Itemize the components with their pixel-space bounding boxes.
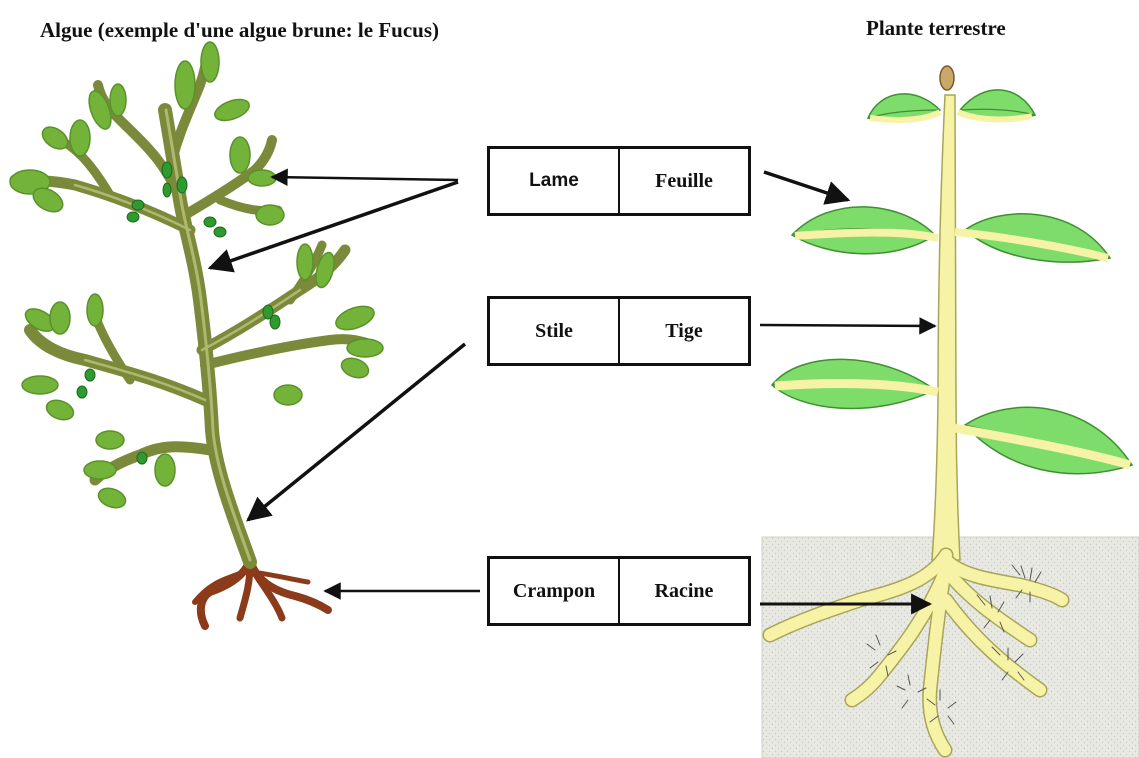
- correspondence-box-stile-tige: Stile Tige: [487, 296, 751, 366]
- arrow-feuille: [764, 172, 848, 200]
- algae-thallus: [15, 50, 372, 562]
- correspondence-box-crampon-racine: Crampon Racine: [487, 556, 751, 626]
- term-crampon: Crampon: [490, 559, 620, 623]
- arrow-tige: [760, 325, 935, 326]
- correspondence-box-lame-feuille: Lame Feuille: [487, 146, 751, 216]
- term-tige: Tige: [620, 299, 748, 363]
- term-lame: Lame: [490, 149, 620, 213]
- plant-illustration: [762, 66, 1139, 758]
- arrow-lame-lower: [210, 182, 458, 268]
- term-stile: Stile: [490, 299, 620, 363]
- term-feuille: Feuille: [620, 149, 748, 213]
- term-racine: Racine: [620, 559, 748, 623]
- algae-illustration: [10, 42, 383, 626]
- algae-holdfast: [195, 560, 328, 626]
- arrow-lame-upper: [272, 177, 458, 180]
- plant-stem: [775, 66, 1130, 560]
